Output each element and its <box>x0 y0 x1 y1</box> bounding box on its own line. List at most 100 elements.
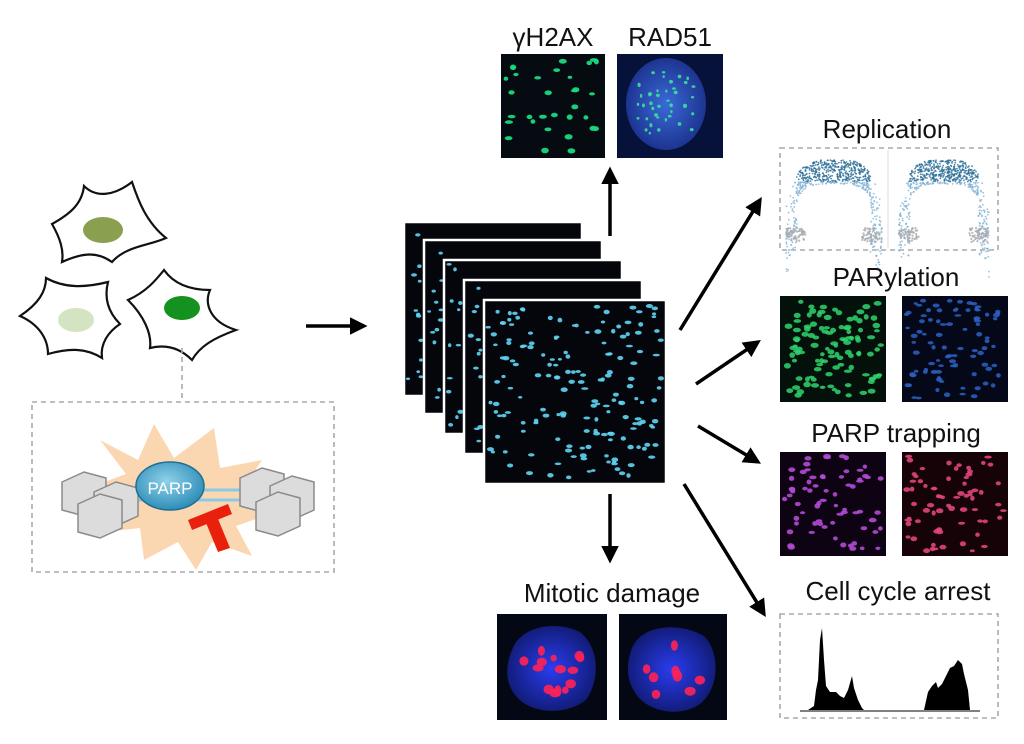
nucleus-dot <box>618 400 626 406</box>
nucleus-dot <box>492 401 500 407</box>
nucleus-dot <box>832 365 840 370</box>
nucleus-dot <box>874 510 881 515</box>
nucleus-dot <box>818 325 825 331</box>
nucleus-dot <box>520 307 526 312</box>
nucleus-dot <box>417 264 422 269</box>
mitotic-foci-left <box>519 645 585 698</box>
nucleus-dot <box>957 346 964 351</box>
nucleus-dot <box>684 686 696 696</box>
nucleus-dot <box>476 351 481 356</box>
nucleus-dot <box>504 120 513 124</box>
stack-image-2-nuclei <box>427 251 445 399</box>
nucleus-dot <box>954 314 962 317</box>
nucleus-dot <box>844 324 852 330</box>
nucleus-dot <box>507 386 514 390</box>
nucleus-dot <box>936 508 944 514</box>
nucleus-dot <box>905 326 910 330</box>
nucleus-dot <box>446 263 452 266</box>
nucleus-dot <box>651 689 661 699</box>
nucleus-dot <box>823 489 829 493</box>
nucleus-dot <box>625 344 633 348</box>
nucleus-dot <box>636 349 644 354</box>
nucleus-dot <box>856 509 864 514</box>
nucleus-dot <box>922 508 931 513</box>
nucleus-dot <box>611 398 617 403</box>
nucleus-dot <box>936 494 944 499</box>
nucleus-dot <box>877 476 884 481</box>
nucleus-dot <box>928 361 935 366</box>
nucleus-dot <box>796 346 803 352</box>
histogram-right <box>924 660 970 710</box>
nucleus-dot <box>996 312 1001 315</box>
nucleus-dot <box>838 325 845 330</box>
nucleus-dot <box>815 358 820 363</box>
nucleus-dot <box>641 446 647 451</box>
nucleus-dot <box>507 114 516 119</box>
nucleus-dot <box>518 396 523 399</box>
nucleus-dot <box>812 521 818 526</box>
nucleus-dot <box>651 106 655 111</box>
nucleus-dot <box>446 389 452 394</box>
nucleus-dot <box>603 309 610 315</box>
nucleus-dot <box>579 446 585 450</box>
nucleus-dot <box>651 71 655 75</box>
nucleus-dot <box>825 347 830 351</box>
parylation-left-nuclei <box>783 299 884 398</box>
nucleus-dot <box>550 112 558 118</box>
histogram-left <box>808 628 864 710</box>
nucleus-dot <box>970 394 978 399</box>
nucleus-dot <box>683 103 687 108</box>
nucleus-dot <box>959 541 967 547</box>
mitotic-damage-label: Mitotic damage <box>523 578 701 608</box>
nucleus-dot <box>579 453 587 458</box>
nucleus-dot <box>689 128 694 132</box>
nucleus-dot <box>874 347 880 352</box>
nucleus-dot <box>519 344 526 349</box>
nucleus-dot <box>620 436 626 441</box>
nucleus-dot <box>626 473 631 478</box>
nucleus-dot <box>611 328 616 334</box>
nucleus-dot <box>996 373 1001 378</box>
nucleus-dot <box>997 515 1003 520</box>
nucleus-dot <box>611 457 619 463</box>
nucleus-dot <box>793 319 802 323</box>
nucleus-dot <box>946 476 951 482</box>
nucleus-dot <box>554 665 566 674</box>
nucleus-dot <box>960 386 966 390</box>
nucleus-dot <box>494 380 500 384</box>
replication-scatter <box>785 159 990 278</box>
nucleus-dot <box>657 128 661 132</box>
nucleus-dot <box>913 474 919 479</box>
nucleus-dot <box>912 350 920 355</box>
nucleus-dot <box>932 303 940 308</box>
nucleus-dot <box>418 375 423 379</box>
nucleus-dot <box>807 333 816 338</box>
nucleus-dot <box>503 76 509 81</box>
nucleus-dot <box>872 374 878 378</box>
nucleus-dot <box>974 386 981 391</box>
parylation-right-nuclei <box>903 298 1001 400</box>
nucleus-dot <box>600 320 606 324</box>
nucleus-dot <box>593 304 601 309</box>
nucleus-dot <box>437 387 441 392</box>
nucleus-dot <box>446 377 453 380</box>
replication-label: Replication <box>822 114 952 144</box>
nucleus-dot <box>957 491 965 496</box>
nucleus-dot <box>905 535 911 539</box>
nucleus-dot <box>981 460 986 465</box>
nucleus-dot <box>843 469 850 474</box>
nucleus-dot <box>949 364 957 368</box>
nucleus-dot <box>471 310 477 314</box>
nucleus-dot <box>803 461 811 467</box>
nucleus-dot <box>627 376 635 381</box>
nucleus-dot <box>662 75 665 78</box>
nucleus-dot <box>962 327 968 331</box>
nucleus-dot <box>686 76 689 81</box>
nucleus-dot <box>581 387 589 390</box>
nucleus-dot <box>909 486 915 492</box>
nucleus-dot <box>626 384 634 389</box>
nucleus-dot <box>788 475 795 481</box>
nucleus-dot <box>475 338 481 342</box>
nucleus-dot <box>819 498 827 502</box>
nucleus-dot <box>490 450 495 454</box>
